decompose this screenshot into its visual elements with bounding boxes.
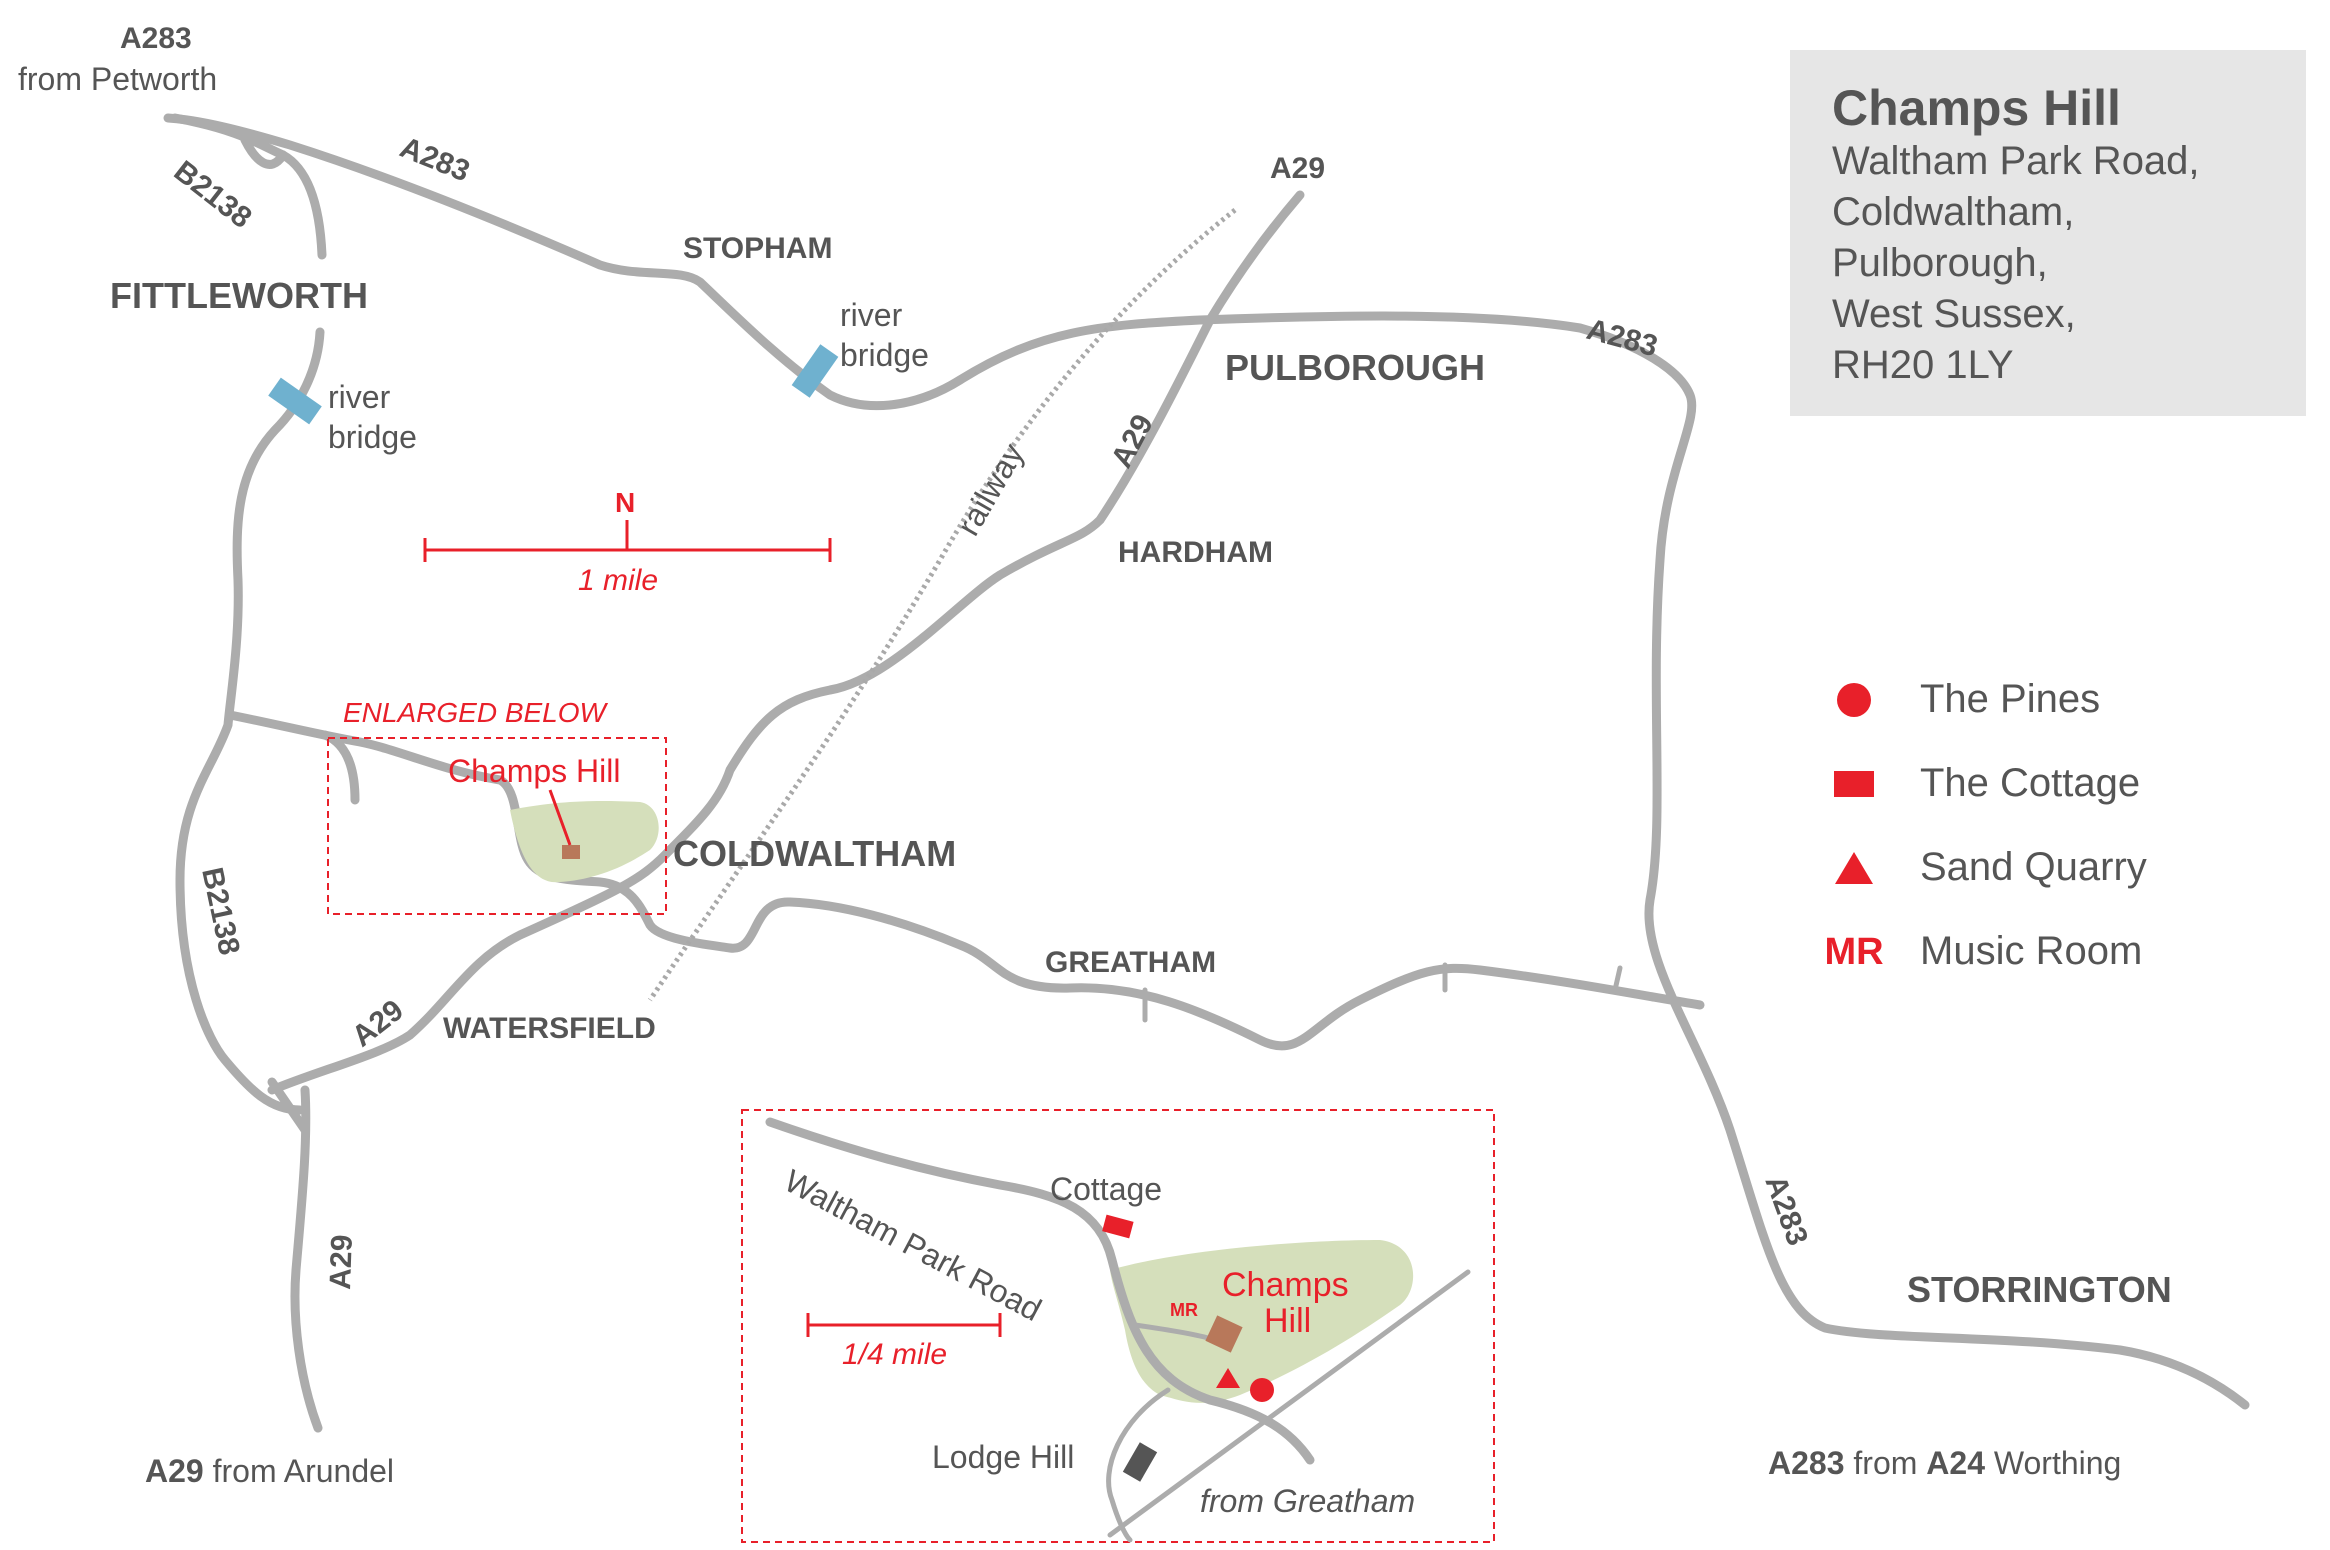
inset-label-mr: MR	[1170, 1300, 1198, 1320]
legend-item-music-room: MR Music Room	[1820, 922, 2240, 982]
label-river-bridge-2-line2: bridge	[840, 337, 929, 373]
address-title: Champs Hill	[1832, 80, 2121, 136]
inset-label-champs: Champs	[1222, 1266, 1349, 1304]
label-from-petworth: from Petworth	[18, 61, 217, 97]
inset-label-from-greatham: from Greatham	[1200, 1483, 1415, 1519]
estate-area-inset	[1110, 1240, 1414, 1403]
label-enlarged-below: ENLARGED BELOW	[343, 697, 609, 728]
road-a283-loop	[240, 135, 288, 169]
rectangle-marker-icon	[1820, 754, 1888, 814]
village-stopham: STOPHAM	[683, 232, 832, 265]
label-champs-hill-main: Champs Hill	[448, 753, 620, 789]
road-label-a29-top: A29	[1270, 152, 1325, 185]
legend-label: The Cottage	[1920, 761, 2141, 805]
legend-item-the-pines: The Pines	[1820, 670, 2240, 730]
label-north: N	[615, 487, 635, 518]
town-fittleworth: FITTLEWORTH	[110, 275, 368, 316]
road-b2138	[175, 327, 325, 1115]
river-bridge-stopham	[791, 344, 839, 398]
town-coldwaltham: COLDWALTHAM	[673, 833, 956, 874]
village-watersfield: WATERSFIELD	[443, 1012, 656, 1045]
inset-label-scale: 1/4 mile	[842, 1338, 947, 1371]
inset-lodge-hill-building	[1122, 1442, 1158, 1482]
triangle-marker-icon	[1820, 838, 1888, 898]
road-label-a283-right: A283	[1583, 313, 1661, 363]
inset-music-room-building	[1205, 1315, 1243, 1353]
label-river-bridge-1-line2: bridge	[328, 419, 417, 455]
label-river-bridge-2-line1: river	[840, 297, 903, 333]
legend-item-sand-quarry: Sand Quarry	[1820, 838, 2240, 898]
label-scale-main: 1 mile	[578, 564, 658, 597]
road-spur-4	[1612, 965, 1623, 993]
enlarged-area-box	[327, 737, 667, 915]
road-waltham-park	[225, 710, 1705, 1051]
inset-road-greatham	[1107, 1269, 1471, 1538]
address-line: RH20 1LY	[1832, 343, 2014, 387]
inset-label-hill: Hill	[1264, 1302, 1311, 1340]
village-greatham: GREATHAM	[1045, 946, 1216, 979]
champs-hill-pointer	[548, 789, 572, 846]
road-a283	[163, 113, 2250, 1410]
inset-box	[741, 1109, 1495, 1543]
road-a29-south	[290, 1085, 323, 1433]
estate-building-main	[562, 845, 580, 859]
town-storrington: STORRINGTON	[1907, 1269, 2172, 1310]
road-label-a29-bottom: A29	[324, 1234, 359, 1290]
address-line: Waltham Park Road,	[1832, 139, 2200, 183]
address-line: Pulborough,	[1832, 241, 2048, 285]
label-railway: railway	[950, 437, 1031, 541]
main-roads	[163, 113, 2250, 1433]
circle-marker-icon	[1820, 670, 1888, 730]
inset-sand-quarry-marker	[1216, 1368, 1240, 1388]
inset-cottage-marker	[1102, 1214, 1134, 1239]
label-a29-from-arundel: A29 from Arundel	[145, 1453, 394, 1489]
inset-the-pines-marker	[1250, 1378, 1274, 1402]
address-line: Coldwaltham,	[1832, 190, 2075, 234]
legend-label: Music Room	[1920, 929, 2143, 973]
river-bridge-fittleworth	[268, 377, 322, 425]
address-panel: Champs Hill Waltham Park Road, Coldwalth…	[1790, 50, 2306, 416]
road-label-b2138-top: B2138	[168, 155, 258, 235]
inset-map: Waltham Park Road Cottage Champs Hill MR…	[741, 1109, 1495, 1543]
inset-label-lodge-hill: Lodge Hill	[932, 1439, 1074, 1475]
scale-bar-main	[423, 520, 832, 562]
road-label-a283-top: A283	[120, 22, 192, 55]
road-label-b2138-left: B2138	[195, 865, 246, 958]
legend-item-the-cottage: The Cottage	[1820, 754, 2240, 814]
address-line: West Sussex,	[1832, 292, 2076, 336]
label-a283-from-a24-worthing: A283 from A24 Worthing	[1768, 1445, 2121, 1481]
road-a29	[267, 190, 1305, 1095]
estate-area-main	[510, 800, 659, 883]
legend-label: The Pines	[1920, 677, 2101, 721]
road-label-a283-petworth: A283	[395, 131, 474, 188]
inset-label-cottage: Cottage	[1050, 1171, 1162, 1207]
railway-line	[647, 208, 1237, 1002]
inset-road-waltham-park	[765, 1117, 1315, 1465]
legend-label: Sand Quarry	[1920, 845, 2147, 889]
inset-road-lodge	[1106, 1387, 1171, 1543]
music-room-code: MR	[1824, 930, 1884, 973]
village-hardham: HARDHAM	[1118, 536, 1273, 569]
label-river-bridge-1-line1: river	[328, 379, 391, 415]
town-pulborough: PULBOROUGH	[1225, 347, 1485, 388]
